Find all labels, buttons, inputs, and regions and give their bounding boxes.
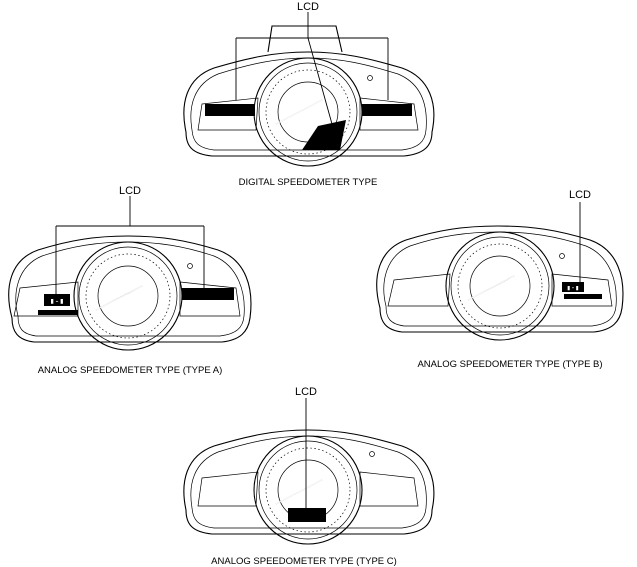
odometer-lcd	[38, 310, 78, 315]
speedometer-ring	[445, 231, 555, 341]
speedometer-hub	[97, 265, 159, 327]
indicator-light	[369, 451, 375, 457]
gear-lcd	[44, 294, 70, 306]
right-display	[179, 281, 241, 317]
cluster-housing	[8, 235, 252, 343]
left-display	[197, 97, 259, 131]
speedometer-ring	[253, 57, 363, 167]
right-lcd	[362, 104, 412, 116]
right-display	[551, 273, 613, 307]
lcd-label: LCD	[295, 386, 317, 398]
gear-lcd	[562, 282, 584, 292]
right-display	[359, 471, 419, 507]
caption-type-c: ANALOG SPEEDOMETER TYPE (TYPE C)	[211, 556, 397, 567]
svg-text:▮-▮: ▮-▮	[567, 285, 580, 293]
cluster-digital: LCD DIGITAL SPEEDOMETER TYPE	[183, 1, 435, 188]
lcd-label: LCD	[297, 1, 319, 13]
lcd-leader	[235, 12, 389, 125]
right-lcd	[182, 288, 234, 300]
center-lcd	[288, 508, 326, 522]
speedometer-ring	[73, 241, 183, 351]
left-display	[197, 471, 259, 507]
lcd-label: LCD	[569, 189, 591, 201]
svg-text:▮-▮: ▮-▮	[50, 298, 64, 307]
cluster-housing	[376, 225, 624, 333]
cluster-housing	[183, 429, 435, 535]
caption-digital: DIGITAL SPEEDOMETER TYPE	[239, 177, 378, 188]
lcd-leader	[55, 196, 205, 296]
lcd-label: LCD	[119, 185, 141, 197]
left-lcd	[205, 104, 255, 116]
indicator-light	[367, 75, 373, 81]
speedometer-hub	[469, 255, 531, 317]
cluster-visor	[267, 25, 343, 53]
indicator-light	[559, 253, 565, 259]
odometer-lcd	[564, 294, 602, 299]
cluster-housing	[183, 51, 435, 157]
caption-type-a: ANALOG SPEEDOMETER TYPE (TYPE A)	[38, 365, 223, 376]
cluster-type-c: LCD ANALOG SPEEDOMETER TYPE (TYPE C)	[183, 386, 435, 567]
speedometer-ring	[253, 435, 363, 545]
cluster-type-b: ▮-▮ LCD ANALOG SPEEDOMETER TYPE (TYPE B)	[376, 189, 624, 370]
caption-type-b: ANALOG SPEEDOMETER TYPE (TYPE B)	[417, 359, 602, 370]
center-lcd	[302, 120, 346, 150]
cluster-type-a: ▮-▮ LCD ANALOG SPEEDOMETER TYPE (TYPE A)	[8, 185, 252, 376]
indicator-light	[187, 263, 193, 269]
right-display	[359, 97, 419, 131]
left-display	[387, 273, 451, 307]
